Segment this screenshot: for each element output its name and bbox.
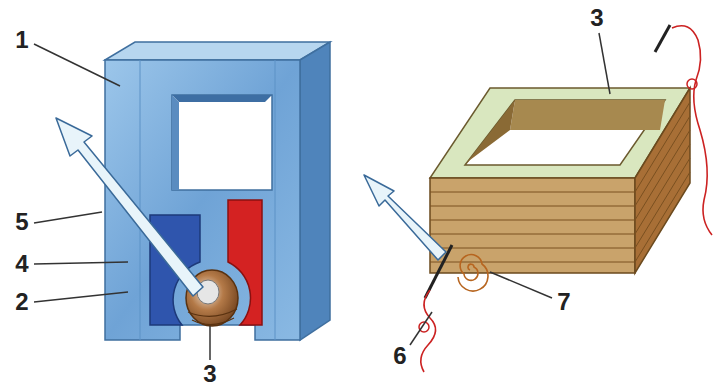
pointer <box>364 175 446 260</box>
leader-line <box>490 272 552 298</box>
callout-wrap: 4 <box>15 252 28 276</box>
coil-frame <box>364 25 712 372</box>
callout-number: 1 <box>15 28 28 52</box>
leader-line <box>34 292 128 302</box>
callout-wrap: 2 <box>15 290 28 314</box>
magnet-seam <box>140 60 141 340</box>
callout-number: 3 <box>203 362 216 386</box>
callout-wrap: 6 <box>393 344 406 368</box>
pointer <box>56 118 203 296</box>
frame-inner-wall <box>465 100 515 165</box>
magnet-top <box>105 42 330 60</box>
leader-line <box>599 33 610 94</box>
frame-front <box>430 178 635 273</box>
winding-lines <box>430 102 690 262</box>
magnet-front <box>105 60 300 340</box>
callout-number: 7 <box>557 290 570 314</box>
axis <box>655 25 670 52</box>
callout-number: 5 <box>15 210 28 234</box>
callout-wrap: 3 <box>590 6 603 30</box>
spiral-spring <box>458 255 488 291</box>
callout-wrap: 5 <box>15 210 28 234</box>
frame-side <box>635 88 690 273</box>
leader-line <box>34 44 120 86</box>
callout-wrap: 7 <box>557 290 570 314</box>
lead-wire <box>421 290 436 372</box>
leader-line <box>34 262 128 264</box>
callout-wrap: 1 <box>15 28 28 52</box>
callout-number: 2 <box>15 290 28 314</box>
leader-line <box>209 326 211 360</box>
leader-line <box>34 212 102 223</box>
callout-wrap: 3 <box>203 362 216 386</box>
window-edge <box>172 95 272 102</box>
leader-lines <box>34 33 610 360</box>
frame-inner-wall <box>510 100 665 130</box>
magnet-seam <box>275 60 276 340</box>
window-edge <box>172 95 179 190</box>
callout-number: 6 <box>393 344 406 368</box>
wire-loop <box>687 79 697 89</box>
callout-number: 3 <box>590 6 603 30</box>
leader-line <box>410 312 432 345</box>
coil-winding <box>192 318 234 325</box>
magnet-side <box>300 42 330 340</box>
lead-wire <box>672 26 712 235</box>
coil-winding <box>188 309 237 316</box>
callout-number: 4 <box>15 252 28 276</box>
